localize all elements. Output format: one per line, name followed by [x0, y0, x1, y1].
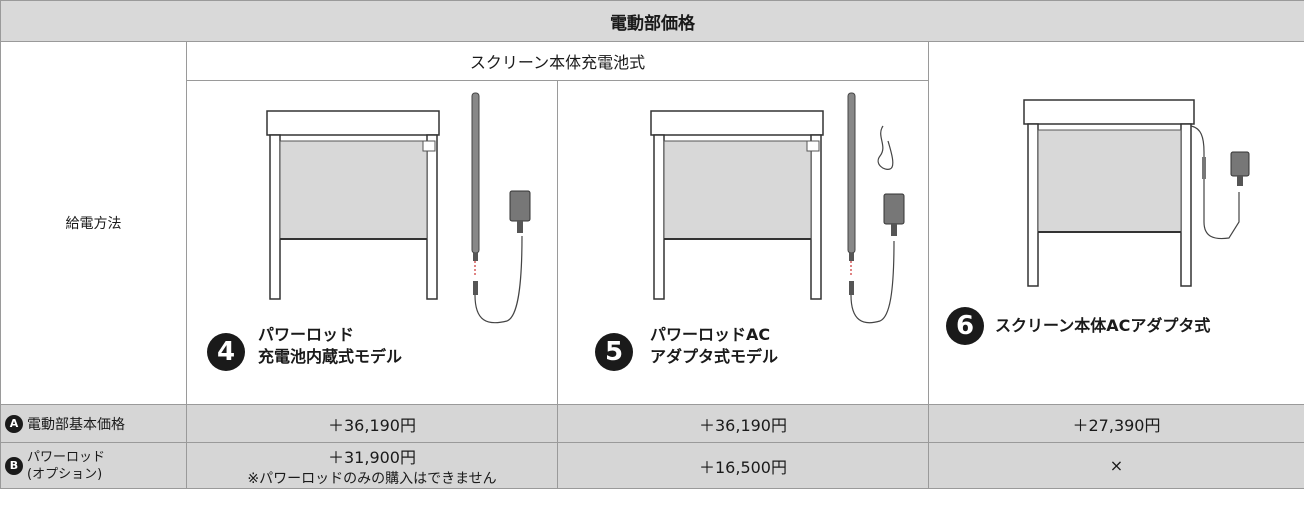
- battery-group-header: スクリーン本体充電池式: [186, 41, 929, 81]
- price-table: 電動部価格 給電方法 スクリーン本体充電池式 6 スクリーン本体ACアダプタ式: [0, 0, 1304, 489]
- model-6-title: スクリーン本体ACアダプタ式: [995, 316, 1211, 335]
- model-5-number: 5: [595, 333, 633, 371]
- table-title: 電動部価格: [0, 0, 1304, 42]
- model-4-title-line1: パワーロッド: [258, 325, 355, 344]
- row-a-label: 電動部基本価格: [27, 416, 125, 433]
- power-rod-ac-illustration: [650, 92, 905, 324]
- model-4-number: 4: [207, 333, 245, 371]
- model-5-cell: 5 パワーロッドAC アダプタ式モデル: [557, 80, 929, 405]
- row-b-price-6: ×: [928, 442, 1304, 489]
- model-4-title-line2: 充電池内蔵式モデル: [258, 347, 403, 366]
- model-6-cell: 6 スクリーン本体ACアダプタ式: [928, 41, 1304, 405]
- model-5-title-line2: アダプタ式モデル: [650, 347, 779, 366]
- model-5-title-line1: パワーロッドAC: [650, 325, 771, 344]
- row-b-price-4: ＋31,900円: [328, 447, 416, 467]
- model-5-title: パワーロッドAC アダプタ式モデル: [650, 324, 778, 368]
- model-4-title: パワーロッド 充電池内蔵式モデル: [258, 324, 402, 368]
- power-method-label: 給電方法: [0, 41, 187, 405]
- row-b-price-4-cell: ＋31,900円 ※パワーロッドのみの購入はできません: [186, 442, 558, 489]
- badge-a: A: [5, 414, 23, 433]
- row-b-label-cell: B パワーロッド (オプション): [0, 442, 187, 489]
- row-a-price-5: ＋36,190円: [557, 404, 929, 443]
- power-rod-battery-illustration: [266, 92, 531, 324]
- row-a-price-4: ＋36,190円: [186, 404, 558, 443]
- row-b-price-5: ＋16,500円: [557, 442, 929, 489]
- screen-ac-adapter-illustration: [1023, 99, 1250, 287]
- model-4-cell: 4 パワーロッド 充電池内蔵式モデル: [186, 80, 558, 405]
- row-b-label-line2: (オプション): [27, 466, 103, 482]
- model-6-number: 6: [946, 307, 984, 345]
- row-a-price-6: ＋27,390円: [928, 404, 1304, 443]
- row-a-label-cell: A 電動部基本価格: [0, 404, 187, 443]
- row-b-label-line1: パワーロッド: [27, 449, 106, 465]
- badge-b: B: [5, 456, 23, 475]
- row-b-note: ※パワーロッドのみの購入はできません: [247, 470, 497, 487]
